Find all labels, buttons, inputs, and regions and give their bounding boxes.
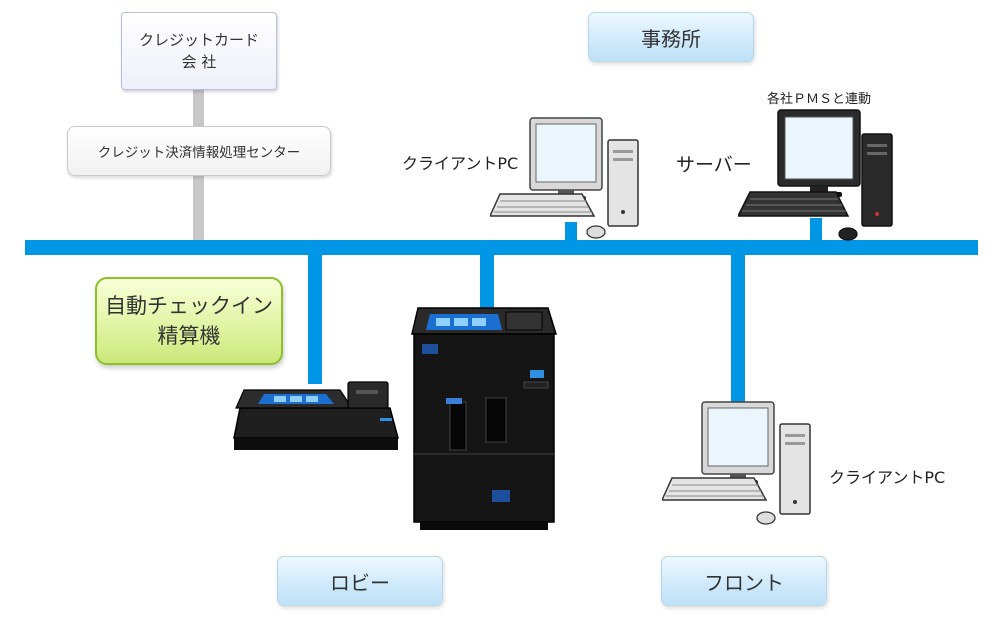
processing-center-box: クレジット決済情報処理センター [67, 126, 331, 176]
front-label-box: フロント [661, 556, 827, 606]
kiosk-label-box: 自動チェックイン 精算機 [95, 277, 283, 365]
kiosk-label-line2: 精算機 [157, 324, 221, 348]
drop-front-pc [731, 254, 745, 406]
drop-standing-kiosk [480, 254, 494, 310]
processing-center-label: クレジット決済情報処理センター [97, 145, 301, 161]
office-client-pc-icon [490, 117, 639, 239]
pms-label: 各社ＰＭＳと連動 [767, 92, 872, 107]
drop-office-pc [565, 222, 577, 242]
office-label: 事務所 [641, 26, 701, 51]
drop-server [810, 218, 822, 242]
server-label: サーバー [676, 154, 752, 176]
company-line1: クレジットカード [138, 31, 259, 49]
credit-card-company-box: クレジットカード 会 社 [121, 12, 277, 90]
standing-kiosk-icon [411, 307, 558, 530]
desk-terminal-icon [233, 381, 399, 450]
company-line2: 会 社 [181, 53, 217, 71]
front-label: フロント [704, 570, 784, 595]
client-pc-top-label: クライアントPC [402, 154, 519, 173]
client-pc-front-label: クライアントPC [829, 468, 946, 487]
lobby-label: ロビー [330, 570, 390, 595]
lobby-label-box: ロビー [277, 556, 443, 606]
drop-desk-terminal [308, 254, 322, 384]
office-label-box: 事務所 [588, 12, 754, 62]
server-icon [738, 109, 893, 241]
network-backbone [25, 240, 978, 255]
front-client-pc-icon [662, 401, 811, 525]
kiosk-label-line1: 自動チェックイン [105, 294, 273, 318]
